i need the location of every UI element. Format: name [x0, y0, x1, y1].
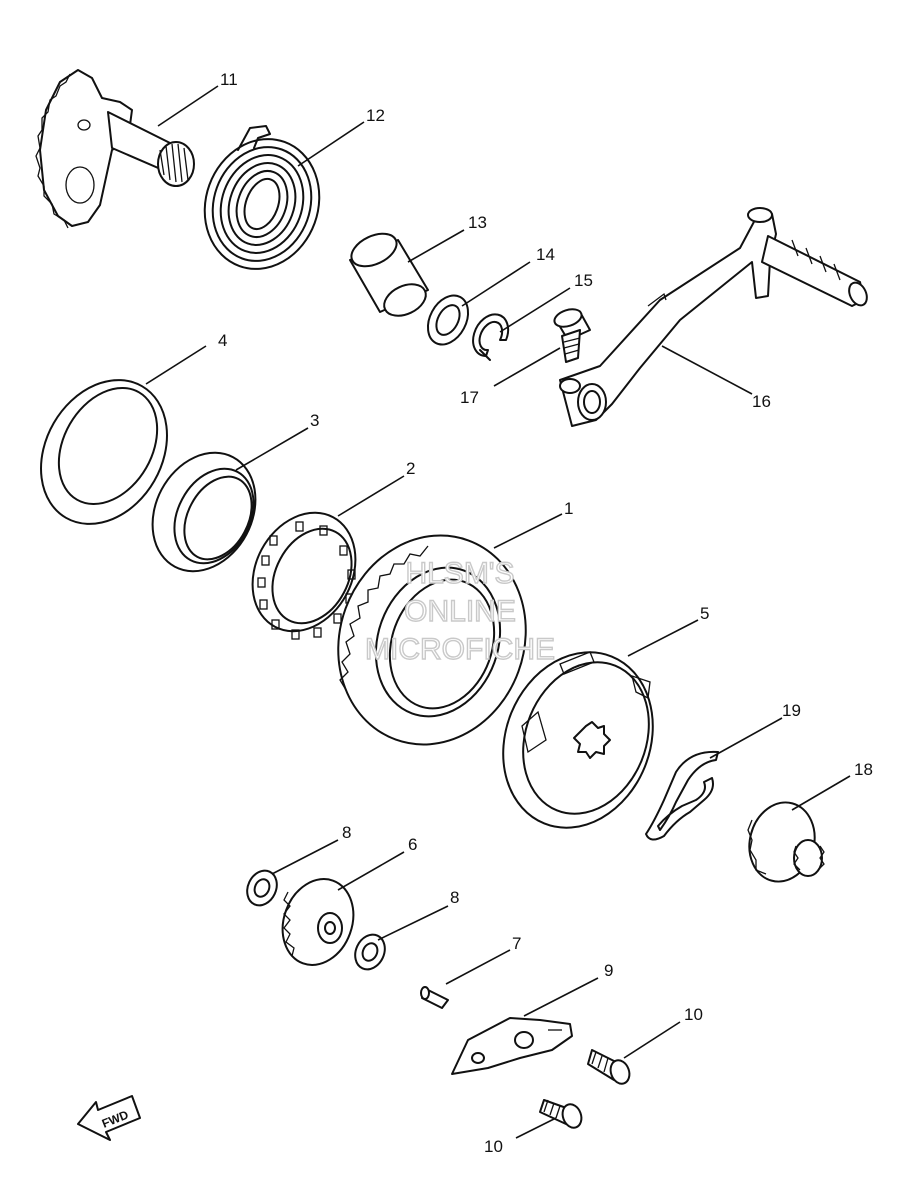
callout-9: 9 [604, 961, 613, 980]
callout-17: 17 [460, 388, 479, 407]
part-11-kick-axle[interactable] [35, 69, 195, 229]
callout-14: 14 [536, 245, 555, 264]
watermark: HLSM'S ONLINE MICROFICHE [364, 556, 555, 666]
part-12-kick-spring[interactable] [187, 123, 337, 285]
forward-direction-arrow: FWD [77, 1095, 141, 1141]
part-10-screw-lower[interactable] [539, 1099, 585, 1130]
callout-11: 11 [220, 70, 238, 89]
part-1-ring-gear[interactable] [309, 509, 554, 771]
part-15-circlip[interactable] [472, 313, 510, 361]
callout-numbers: 11 12 13 14 15 17 16 4 3 2 1 5 19 18 8 6… [218, 70, 873, 1156]
part-10-screw-upper[interactable] [587, 1049, 633, 1086]
part-9-stopper-plate[interactable] [451, 1017, 573, 1075]
part-17-bolt[interactable] [552, 306, 591, 363]
part-16-kick-crank[interactable] [559, 207, 870, 427]
callout-8-lower: 8 [450, 888, 459, 907]
callout-3: 3 [310, 411, 319, 430]
part-7-pin[interactable] [420, 986, 449, 1009]
callout-15: 15 [574, 271, 593, 290]
callout-7: 7 [512, 934, 521, 953]
callout-1: 1 [564, 499, 573, 518]
callout-10-lower: 10 [484, 1137, 503, 1156]
callout-19: 19 [782, 701, 801, 720]
part-8-washer-upper[interactable] [242, 866, 283, 910]
callout-4: 4 [218, 331, 227, 350]
callout-2: 2 [406, 459, 415, 478]
callout-10-upper: 10 [684, 1005, 703, 1024]
part-13-collar[interactable] [346, 227, 431, 322]
watermark-line-3: MICROFICHE [365, 633, 555, 666]
callout-16: 16 [752, 392, 771, 411]
callout-13: 13 [468, 213, 487, 232]
part-18-pinion-gear[interactable] [741, 795, 825, 889]
part-5-clutch-housing[interactable] [478, 630, 679, 851]
callout-18: 18 [854, 760, 873, 779]
part-2-needle-bearing[interactable] [233, 495, 376, 650]
part-8-washer-lower[interactable] [350, 930, 391, 974]
watermark-line-2: ONLINE [404, 595, 516, 628]
callout-8-upper: 8 [342, 823, 351, 842]
leader-lines [145, 85, 851, 1139]
callout-6: 6 [408, 835, 417, 854]
callout-5: 5 [700, 604, 709, 623]
part-14-washer[interactable] [420, 289, 476, 352]
part-4-flat-ring[interactable] [16, 357, 192, 547]
watermark-line-1: HLSM'S [405, 557, 514, 590]
callout-12: 12 [366, 106, 385, 125]
part-3-race[interactable] [133, 435, 276, 590]
part-19-clip-spring[interactable] [645, 750, 719, 841]
part-6-idler-gear[interactable] [271, 869, 365, 975]
